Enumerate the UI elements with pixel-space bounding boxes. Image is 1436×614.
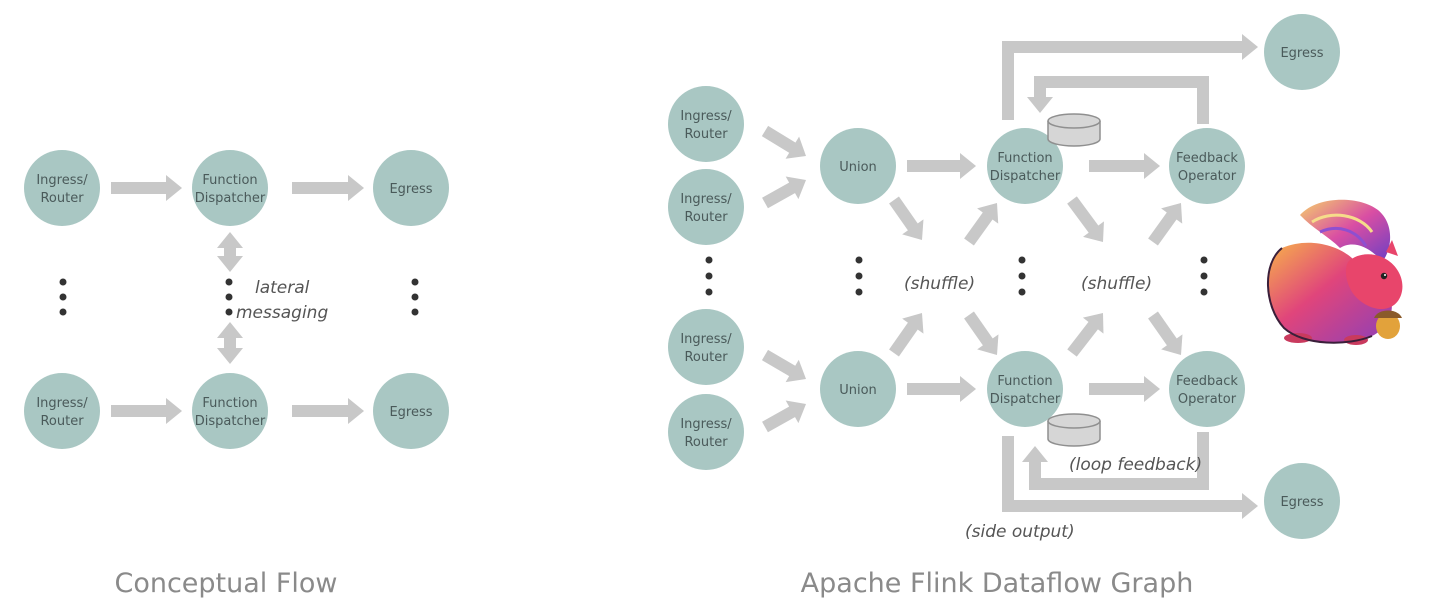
ingress-router-node: Ingress/ Router	[668, 394, 744, 470]
flow-arrow	[111, 398, 182, 424]
arrow-layer	[111, 34, 1258, 519]
svg-text:Function: Function	[202, 173, 257, 188]
svg-text:Dispatcher: Dispatcher	[195, 191, 266, 206]
flow-arrow	[761, 125, 806, 159]
shuffle-label: (shuffle)	[904, 274, 975, 294]
flink-squirrel-logo	[1267, 199, 1403, 345]
function-dispatcher-node: Function Dispatcher	[987, 351, 1063, 427]
ingress-router-node: Ingress/ Router	[668, 169, 744, 245]
side-output-arrow	[1002, 436, 1258, 519]
function-dispatcher-node: Function Dispatcher	[987, 128, 1063, 204]
flow-arrow	[762, 400, 806, 433]
ingress-router-node: Ingress/ Router	[24, 373, 100, 449]
svg-text:Union: Union	[839, 160, 877, 175]
svg-text:Egress: Egress	[1280, 46, 1323, 61]
flow-arrow	[1067, 313, 1104, 357]
caption-conceptual-flow: Conceptual Flow	[114, 568, 337, 599]
ingress-router-node: Ingress/ Router	[668, 309, 744, 385]
egress-output-arrow	[1002, 34, 1258, 120]
svg-text:Ingress/: Ingress/	[36, 396, 88, 411]
loop-feedback-label: (loop feedback)	[1069, 455, 1202, 475]
ingress-router-node: Ingress/ Router	[24, 150, 100, 226]
flow-arrow	[292, 175, 364, 201]
flow-arrow	[1089, 376, 1160, 402]
svg-text:Union: Union	[839, 383, 877, 398]
svg-text:Ingress/: Ingress/	[680, 332, 732, 347]
lateral-messaging-label: messaging	[236, 303, 328, 323]
flow-arrow	[761, 349, 806, 383]
loop-feedback-arrow	[1022, 432, 1209, 490]
flow-arrow	[111, 175, 182, 201]
svg-text:Feedback: Feedback	[1176, 374, 1238, 389]
feedback-operator-node: Feedback Operator	[1169, 351, 1245, 427]
flow-arrow	[1148, 203, 1183, 246]
flow-arrow	[1148, 311, 1183, 355]
egress-node: Egress	[1264, 14, 1340, 90]
union-node: Union	[820, 351, 896, 427]
svg-text:Egress: Egress	[389, 405, 432, 420]
svg-text:Dispatcher: Dispatcher	[990, 392, 1061, 407]
ellipsis-dots	[705, 256, 1208, 296]
svg-text:Function: Function	[202, 396, 257, 411]
caption-flink-dataflow-graph: Apache Flink Dataflow Graph	[801, 568, 1194, 599]
side-output-label: (side output)	[965, 522, 1075, 542]
flow-arrow	[889, 313, 924, 357]
feedback-operator-node: Feedback Operator	[1169, 128, 1245, 204]
svg-text:Dispatcher: Dispatcher	[195, 414, 266, 429]
ellipsis-dots	[59, 278, 419, 316]
loop-feedback-arrow	[1027, 76, 1209, 124]
flow-arrow	[292, 398, 364, 424]
flink-dataflow-graph: Ingress/ Router Ingress/ Router Ingress/…	[668, 14, 1403, 599]
lateral-messaging-arrow	[217, 322, 243, 364]
flow-arrow	[907, 153, 976, 179]
svg-text:Function: Function	[997, 151, 1052, 166]
lateral-messaging-arrow	[217, 232, 243, 272]
flow-arrow	[964, 203, 999, 246]
egress-node: Egress	[1264, 463, 1340, 539]
egress-node: Egress	[373, 373, 449, 449]
svg-text:Ingress/: Ingress/	[680, 109, 732, 124]
svg-text:Feedback: Feedback	[1176, 151, 1238, 166]
union-node: Union	[820, 128, 896, 204]
svg-text:Egress: Egress	[1280, 495, 1323, 510]
svg-text:Operator: Operator	[1178, 392, 1237, 407]
svg-text:Router: Router	[684, 435, 728, 450]
flow-arrow	[1089, 153, 1160, 179]
svg-text:Router: Router	[40, 414, 84, 429]
flow-arrow	[762, 176, 806, 209]
shuffle-label: (shuffle)	[1081, 274, 1152, 294]
svg-text:Router: Router	[40, 191, 84, 206]
svg-text:Router: Router	[684, 350, 728, 365]
svg-text:Egress: Egress	[389, 182, 432, 197]
svg-text:Function: Function	[997, 374, 1052, 389]
flow-arrow	[889, 196, 924, 240]
state-database-icon	[1047, 413, 1101, 447]
function-dispatcher-node: Function Dispatcher	[192, 373, 268, 449]
function-dispatcher-node: Function Dispatcher	[192, 150, 268, 226]
svg-text:Operator: Operator	[1178, 169, 1237, 184]
svg-text:Ingress/: Ingress/	[680, 192, 732, 207]
egress-node: Egress	[373, 150, 449, 226]
conceptual-flow: Ingress/ Router Function Dispatcher Egre…	[24, 150, 449, 599]
svg-text:Router: Router	[684, 127, 728, 142]
ingress-router-node: Ingress/ Router	[668, 86, 744, 162]
state-database-icon	[1047, 113, 1101, 147]
svg-text:Ingress/: Ingress/	[36, 173, 88, 188]
flow-arrow	[964, 311, 999, 355]
flow-arrow	[1067, 196, 1104, 242]
svg-text:Router: Router	[684, 210, 728, 225]
svg-text:Ingress/: Ingress/	[680, 417, 732, 432]
svg-text:Dispatcher: Dispatcher	[990, 169, 1061, 184]
lateral-messaging-label: lateral	[255, 278, 310, 298]
flow-arrow	[907, 376, 976, 402]
